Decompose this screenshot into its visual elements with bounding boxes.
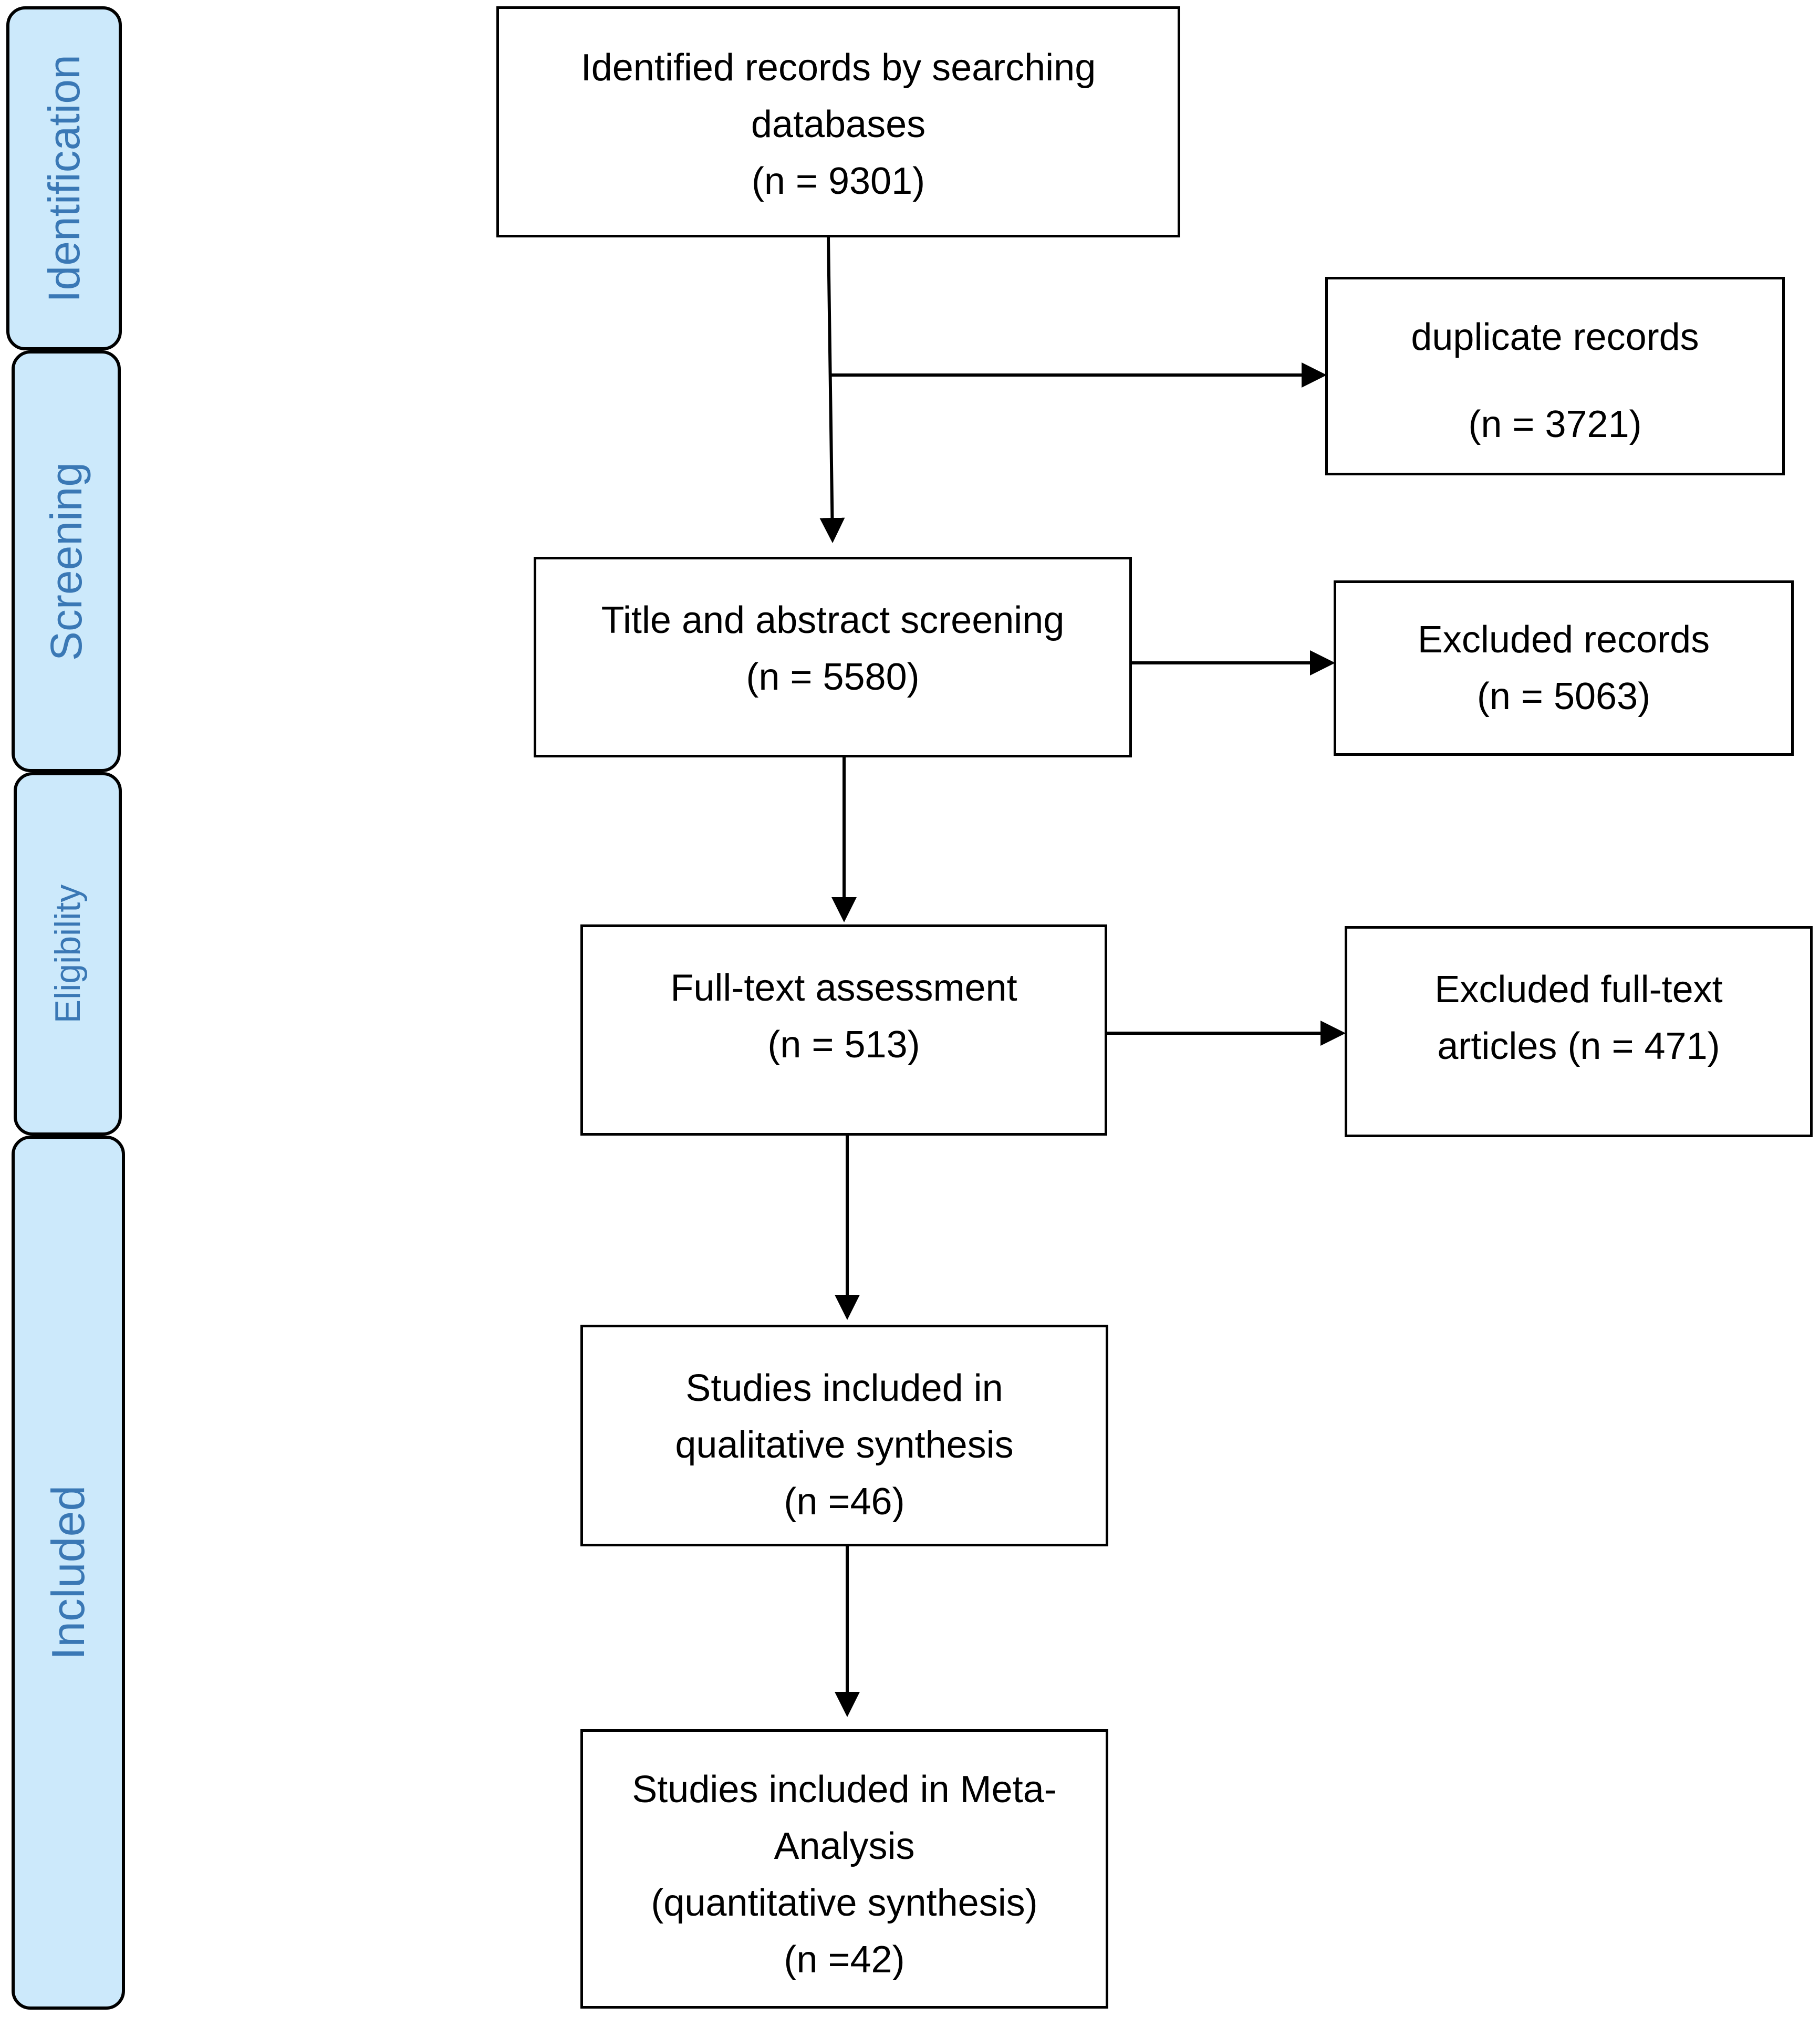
qualitative-title-cont: qualitative synthesis bbox=[675, 1424, 1014, 1466]
excluded-full-text-count: articles (n = 471) bbox=[1437, 1025, 1720, 1067]
identified-records-title: Identified records by searching bbox=[580, 47, 1096, 89]
duplicate-records-count: (n = 3721) bbox=[1468, 403, 1642, 445]
excluded-full-text-box: Excluded full-text articles (n = 471) bbox=[1345, 926, 1813, 1137]
phase-included: Included bbox=[12, 1136, 125, 2010]
phase-eligibility: Eligibility bbox=[14, 772, 122, 1136]
full-text-box: Full-text assessment (n = 513) bbox=[580, 924, 1107, 1136]
meta-analysis-count: (n =42) bbox=[784, 1939, 905, 1981]
arrow-identified-to-screening bbox=[819, 237, 845, 543]
excluded-records-title: Excluded records bbox=[1417, 619, 1710, 661]
identified-records-box: Identified records by searching database… bbox=[496, 6, 1180, 237]
qualitative-count: (n =46) bbox=[784, 1481, 905, 1523]
full-text-count: (n = 513) bbox=[767, 1024, 920, 1066]
meta-analysis-subtitle: (quantitative synthesis) bbox=[651, 1882, 1038, 1924]
full-text-title: Full-text assessment bbox=[670, 967, 1017, 1009]
duplicate-records-box: duplicate records (n = 3721) bbox=[1325, 277, 1785, 475]
qualitative-title: Studies included in bbox=[685, 1367, 1003, 1409]
qualitative-synthesis-box: Studies included in qualitative synthesi… bbox=[580, 1325, 1108, 1546]
excluded-full-text-title: Excluded full-text bbox=[1434, 969, 1723, 1011]
phase-screening: Screening bbox=[12, 350, 121, 772]
screening-box: Title and abstract screening (n = 5580) bbox=[534, 557, 1132, 757]
excluded-records-count: (n = 5063) bbox=[1476, 675, 1651, 718]
meta-analysis-title: Studies included in Meta- bbox=[632, 1769, 1057, 1811]
screening-count: (n = 5580) bbox=[746, 656, 920, 698]
excluded-records-box: Excluded records (n = 5063) bbox=[1334, 580, 1794, 756]
meta-analysis-title-cont: Analysis bbox=[774, 1825, 915, 1867]
identified-records-count: (n = 9301) bbox=[751, 160, 925, 202]
meta-analysis-box: Studies included in Meta- Analysis (quan… bbox=[580, 1729, 1108, 2009]
phase-identification: Identification bbox=[6, 6, 122, 350]
identified-records-title-cont: databases bbox=[751, 103, 926, 145]
screening-title: Title and abstract screening bbox=[601, 599, 1065, 641]
duplicate-records-title: duplicate records bbox=[1411, 316, 1699, 358]
